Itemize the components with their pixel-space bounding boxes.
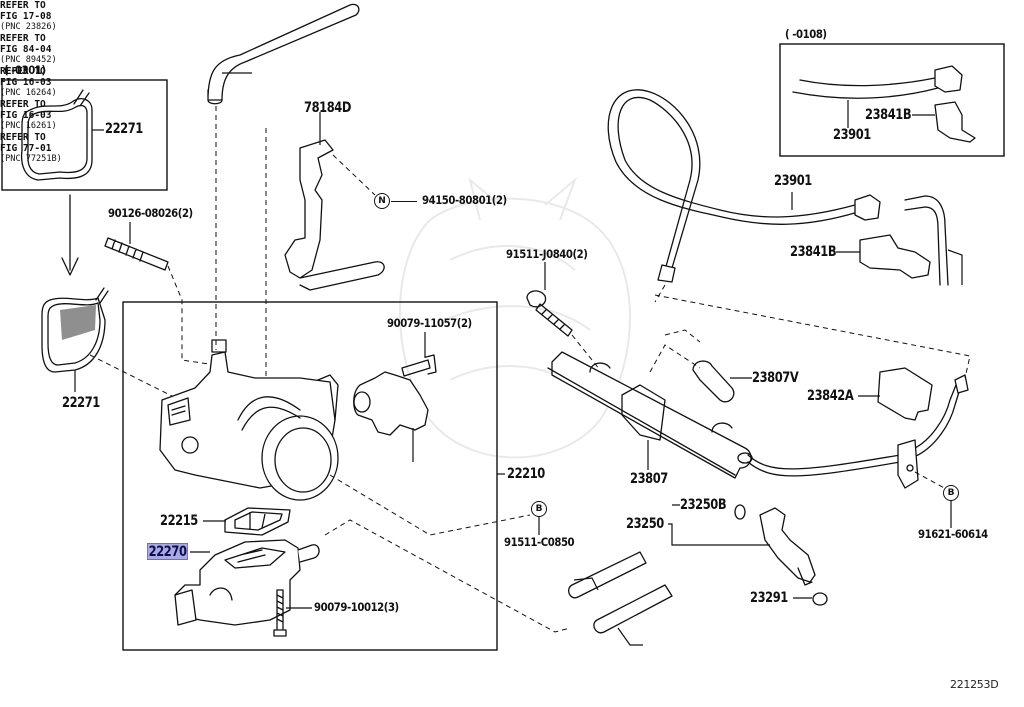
part-label-91621-60614[interactable]: 91621-60614 [918, 527, 988, 541]
marker-b-right: B [943, 485, 959, 501]
fuel-injector-23250 [734, 504, 816, 586]
hose-fig17 [207, 3, 360, 105]
left-inset-box [1, 79, 168, 191]
reference-fig-77-01[interactable]: REFER TO FIG 77-01 (PNC 77251B) [0, 132, 62, 164]
gasket-22215 [224, 507, 291, 536]
bolt-91511-J0840 [526, 290, 547, 308]
part-label-23291[interactable]: 23291 [750, 590, 788, 606]
part-label-23842A[interactable]: 23842A [807, 388, 854, 404]
clip-23841B [859, 234, 931, 279]
damper-23807V [692, 360, 735, 403]
marker-b-left: B [531, 501, 547, 517]
part-label-91511-J0840[interactable]: 91511-J0840(2) [506, 247, 588, 261]
idle-air-control-valve-22270 [174, 539, 320, 626]
part-label-78184D[interactable]: 78184D [304, 100, 352, 116]
seal-23291 [812, 592, 828, 606]
part-label-22271[interactable]: 22271 [62, 395, 100, 411]
part-label-23250[interactable]: 23250 [626, 516, 664, 532]
right-inset-date-range: ( -0108) [785, 27, 827, 41]
right-inset-box [779, 43, 1005, 157]
part-label-23841B-inset[interactable]: 23841B [865, 107, 912, 123]
part-label-22270-highlighted[interactable]: 22270 [147, 543, 189, 560]
left-inset-date-range: ( -0301) [4, 63, 46, 77]
gasket-hatch [60, 305, 96, 340]
part-label-23841B[interactable]: 23841B [790, 244, 837, 260]
pipe-16264 [568, 551, 647, 599]
part-label-23807[interactable]: 23807 [630, 471, 668, 487]
stud-90126 [104, 237, 169, 271]
reference-fig-16-03-pnc-16261[interactable]: REFER TO FIG 16-03 (PNC 16261) [0, 99, 57, 131]
throttle-body-box [122, 301, 498, 651]
reference-fig-16-03-pnc-16264[interactable]: REFER TO FIG 16-03 (PNC 16264) [0, 66, 57, 98]
part-label-22210[interactable]: 22210 [507, 466, 545, 482]
screw-90079-10012 [273, 589, 287, 637]
part-label-23901-inset[interactable]: 23901 [833, 127, 871, 143]
clamp-23842A [877, 367, 933, 421]
bracket-78184D [284, 139, 385, 291]
pipe-16261 [593, 584, 673, 634]
fuel-hose-23901 [607, 89, 859, 271]
watermark [399, 176, 631, 459]
marker-n: N [374, 193, 390, 209]
part-label-90079-11057[interactable]: 90079-11057(2) [387, 316, 472, 330]
hose-fig77 [904, 195, 949, 286]
part-label-22271-inset[interactable]: 22271 [105, 121, 143, 137]
fuel-rail-23807 [547, 351, 753, 479]
leader-94150 [391, 201, 417, 203]
part-label-23901[interactable]: 23901 [774, 173, 812, 189]
part-label-90079-10012[interactable]: 90079-10012(3) [314, 600, 399, 614]
part-label-90126-08026[interactable]: 90126-08026(2) [108, 206, 193, 220]
gasket-22271-inset [20, 89, 93, 181]
part-label-23250B[interactable]: 23250B [680, 497, 727, 513]
part-label-22215[interactable]: 22215 [160, 513, 198, 529]
reference-fig-84-04[interactable]: REFER TO FIG 84-04 (PNC 89452) [0, 33, 57, 65]
part-label-94150-80801[interactable]: 94150-80801(2) [422, 193, 507, 207]
throttle-position-sensor [353, 371, 429, 436]
throttle-body-22210 [159, 339, 339, 501]
pipe-bracket [897, 439, 919, 489]
figure-code: 221253D [950, 678, 999, 691]
reference-fig-17-08[interactable]: REFER TO FIG 17-08 (PNC 23826) [0, 0, 57, 32]
part-label-23807V[interactable]: 23807V [752, 370, 799, 386]
part-label-91511-C0850[interactable]: 91511-C0850 [504, 535, 575, 549]
screw-90079-11057 [401, 354, 437, 377]
